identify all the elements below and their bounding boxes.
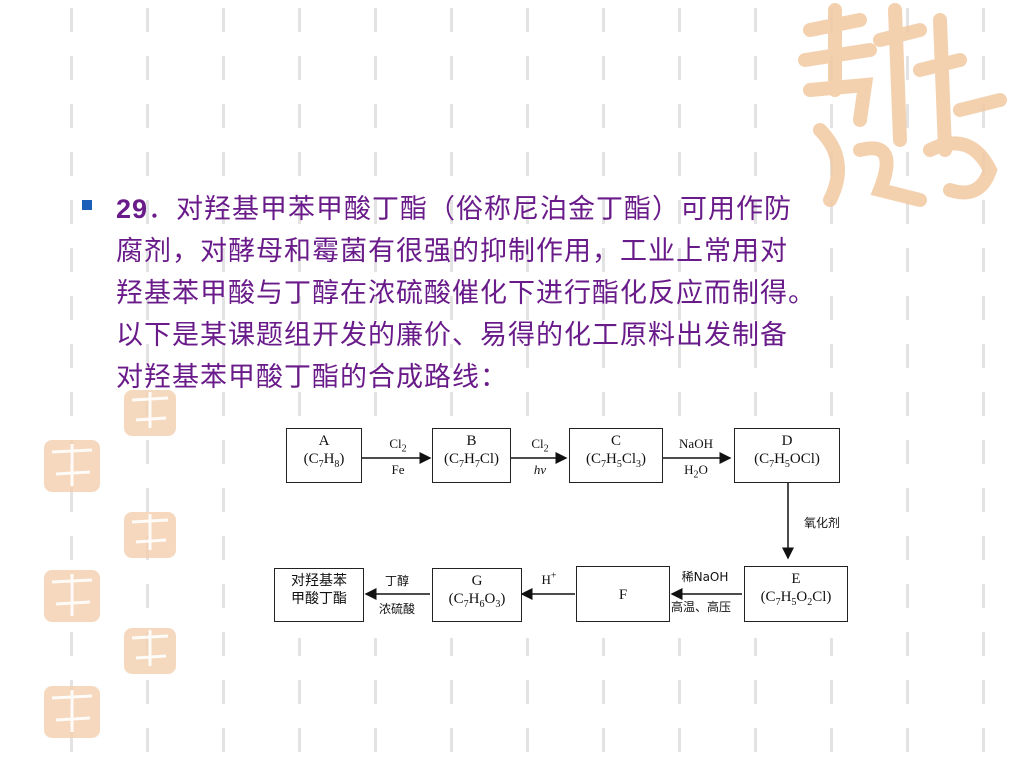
node-f-name: F: [618, 587, 628, 603]
node-a: A (C7H8): [286, 428, 362, 483]
node-d: D (C7H5OCl): [734, 428, 840, 483]
question-line-4: 以下是某课题组开发的廉价、易得的化工原料出发制备: [116, 320, 788, 351]
node-a-name: A: [318, 433, 330, 449]
question-line-1: ．对羟基甲苯甲酸丁酯（俗称尼泊金丁酯）可用作防: [148, 194, 793, 225]
question-line-3: 羟基苯甲酸与丁醇在浓硫酸催化下进行酯化反应而制得。: [116, 278, 816, 309]
question-block: 29．对羟基甲苯甲酸丁酯（俗称尼泊金丁酯）可用作防腐剂，对酵母和霉菌有很强的抑制…: [82, 188, 948, 399]
diagram-arrows: [362, 452, 794, 600]
label-a-b-top: Cl2: [389, 436, 407, 455]
node-b: B (C7H7Cl): [432, 428, 511, 483]
node-d-name: D: [781, 433, 793, 449]
node-f: F: [576, 566, 670, 622]
node-g: G (C7H6O3): [432, 568, 522, 622]
label-b-c-top: Cl2: [531, 436, 549, 455]
label-c-d-bottom: H2O: [684, 462, 708, 481]
node-b-formula: (C7H7Cl): [443, 451, 499, 470]
node-d-formula: (C7H5OCl): [754, 451, 820, 470]
node-e: E (C7H5O2Cl): [744, 566, 848, 622]
node-c: C (C7H5Cl3): [569, 428, 663, 483]
node-product: 对羟基苯 甲酸丁酯: [274, 568, 364, 622]
node-g-name: G: [471, 573, 483, 589]
label-a-b-bottom: Fe: [391, 462, 405, 477]
bullet-marker: [82, 200, 92, 210]
node-product-line-2: 甲酸丁酯: [291, 591, 347, 607]
node-c-name: C: [610, 433, 621, 449]
node-product-line-1: 对羟基苯: [291, 573, 347, 589]
node-g-formula: (C7H6O3): [448, 591, 506, 610]
label-g-p-top: 丁醇: [384, 574, 409, 588]
node-a-formula: (C7H8): [303, 451, 345, 470]
label-d-e-side: 氧化剂: [803, 516, 840, 530]
seal-watermark-large: [798, 3, 1007, 207]
label-e-f-top: 稀NaOH: [681, 570, 729, 584]
label-b-c-bottom: hv: [533, 462, 547, 477]
question-text: 29．对羟基甲苯甲酸丁酯（俗称尼泊金丁酯）可用作防腐剂，对酵母和霉菌有很强的抑制…: [116, 188, 948, 399]
node-e-name: E: [791, 571, 801, 587]
synthesis-route-diagram: A (C7H8) B (C7H7Cl) C (C7H5Cl3) D (C7H5O…: [260, 418, 860, 638]
node-c-formula: (C7H5Cl3): [585, 451, 647, 470]
question-line-2: 腐剂，对酵母和霉菌有很强的抑制作用，工业上常用对: [116, 236, 788, 267]
label-c-d-top: NaOH: [679, 436, 713, 451]
label-g-p-bottom: 浓硫酸: [378, 602, 415, 616]
label-f-g-top: H+: [541, 570, 557, 587]
node-b-name: B: [466, 433, 477, 449]
question-line-5: 对羟基苯甲酸丁酯的合成路线：: [116, 362, 508, 393]
label-e-f-bottom: 高温、高压: [670, 600, 731, 614]
node-e-formula: (C7H5O2Cl): [760, 589, 832, 608]
question-number: 29: [116, 194, 149, 224]
